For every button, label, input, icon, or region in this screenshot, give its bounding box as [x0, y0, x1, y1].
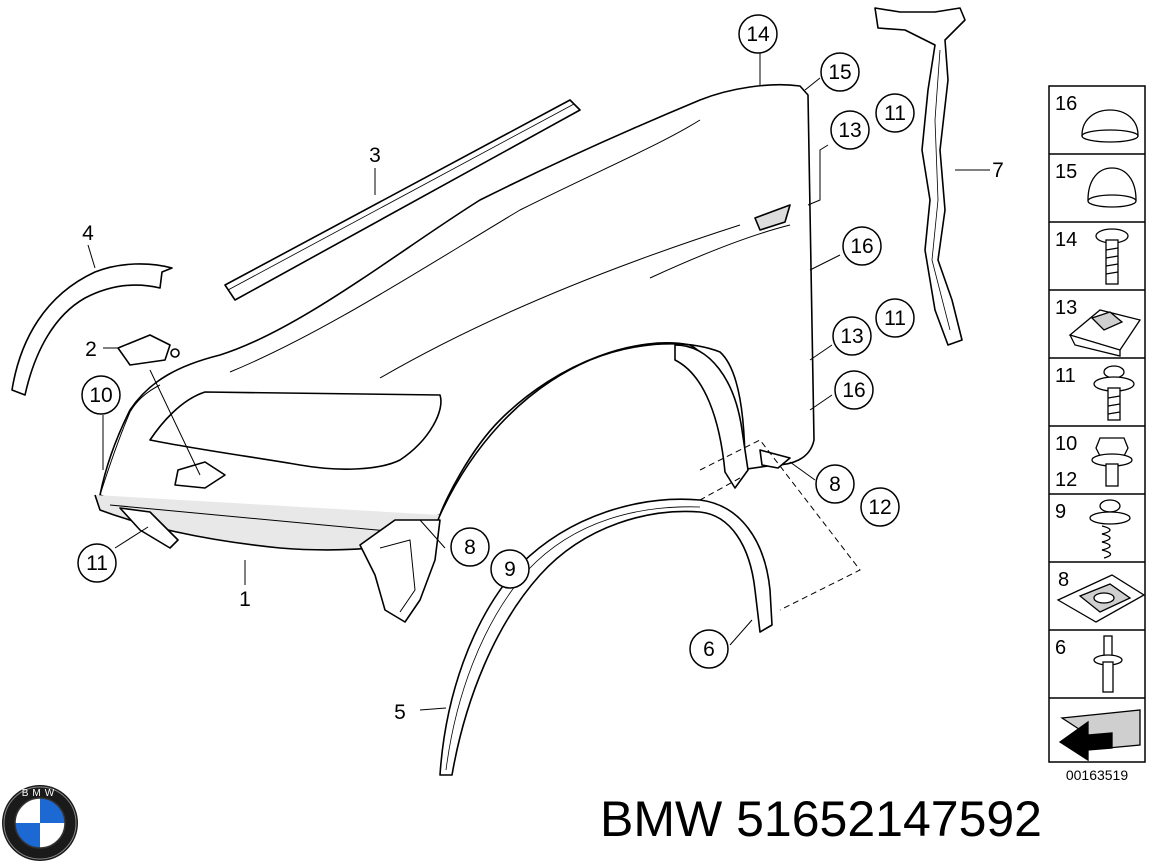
clip-nut-13-icon [1068, 309, 1142, 357]
label-3: 3 [369, 144, 381, 167]
cap-16-icon [1081, 109, 1139, 143]
svg-text:8: 8 [829, 473, 841, 496]
svg-text:13: 13 [838, 119, 861, 142]
label-4: 4 [82, 222, 94, 245]
screw-14-icon [1095, 228, 1129, 285]
svg-text:8: 8 [464, 536, 476, 559]
panel-label-13: 13 [1055, 297, 1077, 319]
part-number-caption: BMW 51652147592 [600, 790, 1042, 848]
panel-label-14: 14 [1055, 229, 1077, 251]
callout-8-right: 8 [815, 464, 855, 504]
plain-labels: 1 2 3 4 5 7 [82, 144, 1004, 724]
panel-label-12: 12 [1055, 469, 1077, 491]
clip-8-icon [1056, 574, 1146, 623]
svg-text:6: 6 [703, 638, 715, 661]
collar-screw-11-icon [1093, 365, 1135, 421]
callout-11-lower: 11 [77, 543, 117, 583]
direction-arrow-icon [1058, 709, 1141, 762]
panel-label-15: 15 [1055, 161, 1077, 183]
fastener-panel: 16 15 14 13 11 10 12 9 8 6 [1048, 85, 1146, 783]
svg-text:11: 11 [884, 102, 906, 125]
front-trim-part [11, 263, 173, 396]
label-1: 1 [239, 588, 251, 611]
callout-14: 14 [738, 14, 778, 54]
svg-text:11: 11 [884, 307, 906, 330]
callout-8-left: 8 [450, 527, 490, 567]
callout-15: 15 [820, 52, 860, 92]
label-5: 5 [394, 701, 406, 724]
svg-text:11: 11 [86, 552, 108, 575]
fender-part [94, 83, 815, 623]
brand-caption: BMW [600, 791, 723, 847]
part-number: 51652147592 [736, 791, 1042, 847]
callout-16-upper: 16 [842, 226, 882, 266]
hex-bolt-10-icon [1091, 437, 1133, 487]
callout-9: 9 [490, 549, 530, 589]
spring-screw-9-icon [1089, 499, 1131, 559]
leader-lines [87, 50, 990, 711]
svg-text:10: 10 [89, 384, 112, 407]
panel-label-11: 11 [1055, 365, 1076, 387]
seal-strip-part [224, 99, 581, 301]
flap-part [117, 334, 180, 366]
callout-6: 6 [689, 629, 729, 669]
callout-13-upper: 13 [830, 110, 870, 150]
panel-label-6: 6 [1055, 637, 1066, 659]
panel-label-10: 10 [1055, 433, 1077, 455]
callouts: 14 15 11 13 16 11 13 16 10 8 12 8 9 11 6 [77, 14, 915, 669]
callout-16-lower: 16 [834, 370, 874, 410]
diagram-code: 00163519 [1066, 767, 1129, 783]
svg-text:9: 9 [504, 558, 516, 581]
rivet-6-icon [1093, 635, 1123, 693]
panel-label-8: 8 [1058, 569, 1069, 591]
svg-text:13: 13 [840, 325, 863, 348]
svg-text:12: 12 [868, 496, 891, 519]
side-strip-part [874, 7, 966, 346]
svg-text:16: 16 [842, 379, 865, 402]
callout-10: 10 [81, 375, 121, 415]
callout-13-middle: 13 [832, 316, 872, 356]
panel-label-9: 9 [1055, 501, 1066, 523]
label-7: 7 [992, 159, 1004, 182]
label-2: 2 [85, 338, 97, 361]
bmw-logo-icon: BMW [2, 785, 78, 861]
svg-text:15: 15 [828, 61, 851, 84]
panel-label-16: 16 [1055, 93, 1077, 115]
svg-text:16: 16 [850, 235, 873, 258]
dome-15-icon [1087, 167, 1137, 208]
callout-11-middle: 11 [875, 298, 915, 338]
callout-12: 12 [860, 487, 900, 527]
svg-text:BMW: BMW [22, 788, 58, 799]
callout-11-upper: 11 [875, 93, 915, 133]
svg-text:14: 14 [746, 23, 770, 46]
